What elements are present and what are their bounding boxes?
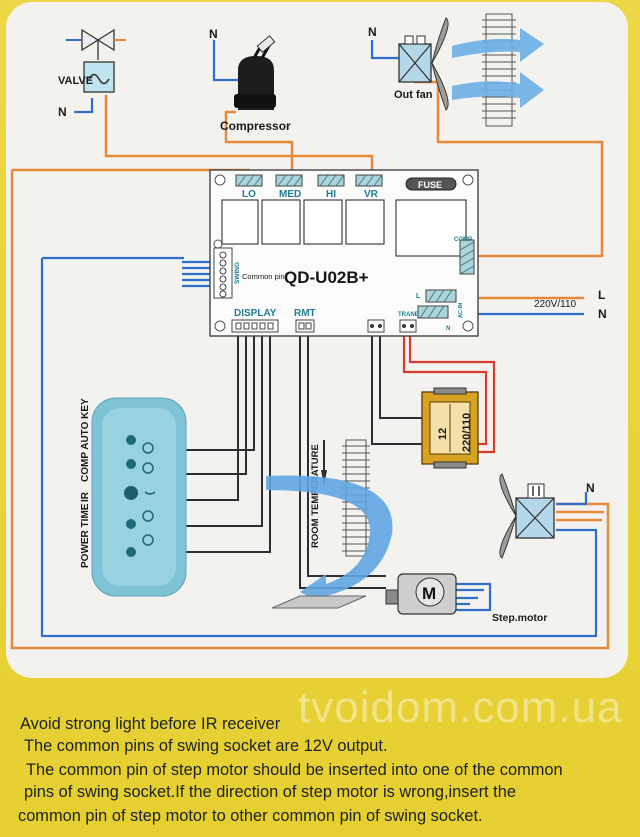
control-board: LO MED HI VR FUSE COMP — [209, 169, 479, 337]
compressor-symbol: Compressor N — [209, 27, 291, 133]
display-header-label: DISPLAY — [234, 308, 277, 319]
mains-neutral-label: N — [598, 307, 607, 321]
indoor-fan-symbol: N — [499, 473, 595, 559]
mains-voltage-label: 220V/110 — [534, 299, 577, 310]
room-temperature-label: ROOM TEMPERATURE — [310, 444, 321, 548]
board-model-label: QD-U02B+ — [284, 268, 369, 287]
out-fan-label: Out fan — [394, 89, 433, 101]
display-panel: POWER TIME IR COMP AUTO KEY — [80, 397, 187, 597]
step-motor-label: Step.motor — [492, 612, 547, 624]
valve-symbol: VALVE N — [58, 28, 126, 119]
out-fan-symbol: N Out fan — [368, 17, 449, 111]
tranb-label: TRANB — [398, 312, 420, 318]
relay-med-label: MED — [279, 189, 301, 200]
indoor-airflow-arrow — [266, 475, 393, 606]
rmt-header-label: RMT — [294, 308, 316, 319]
display-power-time-label: POWER TIME — [80, 503, 91, 568]
transformer-symbol: 12 220/110 — [421, 387, 479, 469]
relay-vr-label: VR — [364, 189, 379, 200]
orange-wires — [10, 80, 610, 650]
transformer-primary-label: 220/110 — [461, 413, 473, 452]
step-motor-letter: M — [422, 584, 436, 603]
airflow-arrows — [452, 28, 544, 108]
mains-line-label: L — [598, 288, 605, 302]
acin-label: AC-IN — [458, 303, 464, 318]
relay-hi-label: HI — [326, 189, 336, 200]
n-terminal-label: N — [446, 326, 450, 332]
valve-label: VALVE — [58, 75, 93, 87]
relay-lo-label: LO — [242, 189, 256, 200]
watermark: tvoidom.com.ua — [298, 683, 623, 732]
valve-neutral: N — [58, 105, 67, 119]
note-5: common pin of step motor to other common… — [18, 807, 483, 825]
note-4: pins of swing socket.If the direction of… — [24, 783, 516, 801]
comp-label: COMP — [454, 237, 472, 243]
fuse-label: FUSE — [418, 180, 442, 190]
transformer-secondary-label: 12 — [437, 428, 449, 440]
step-motor-symbol: M Step.motor — [271, 573, 547, 624]
display-comp-auto-key-label: COMP AUTO KEY — [80, 398, 91, 482]
note-3: The common pin of step motor should be i… — [26, 761, 563, 779]
red-wires — [402, 332, 496, 454]
common-pin-label: Common pin — [242, 272, 285, 281]
out-fan-neutral: N — [368, 25, 377, 39]
swing-label: SWING — [234, 262, 241, 284]
l-terminal-label: L — [416, 293, 421, 300]
compressor-label: Compressor — [220, 119, 291, 133]
indoor-fan-neutral: N — [586, 481, 595, 495]
display-ir-label: IR — [80, 491, 91, 502]
compressor-neutral: N — [209, 27, 218, 41]
outdoor-heat-exchanger — [482, 13, 516, 127]
note-2: The common pins of swing socket are 12V … — [24, 737, 388, 755]
notes-block: Avoid strong light before IR receiver Th… — [0, 708, 640, 837]
note-1: Avoid strong light before IR receiver — [20, 715, 281, 733]
